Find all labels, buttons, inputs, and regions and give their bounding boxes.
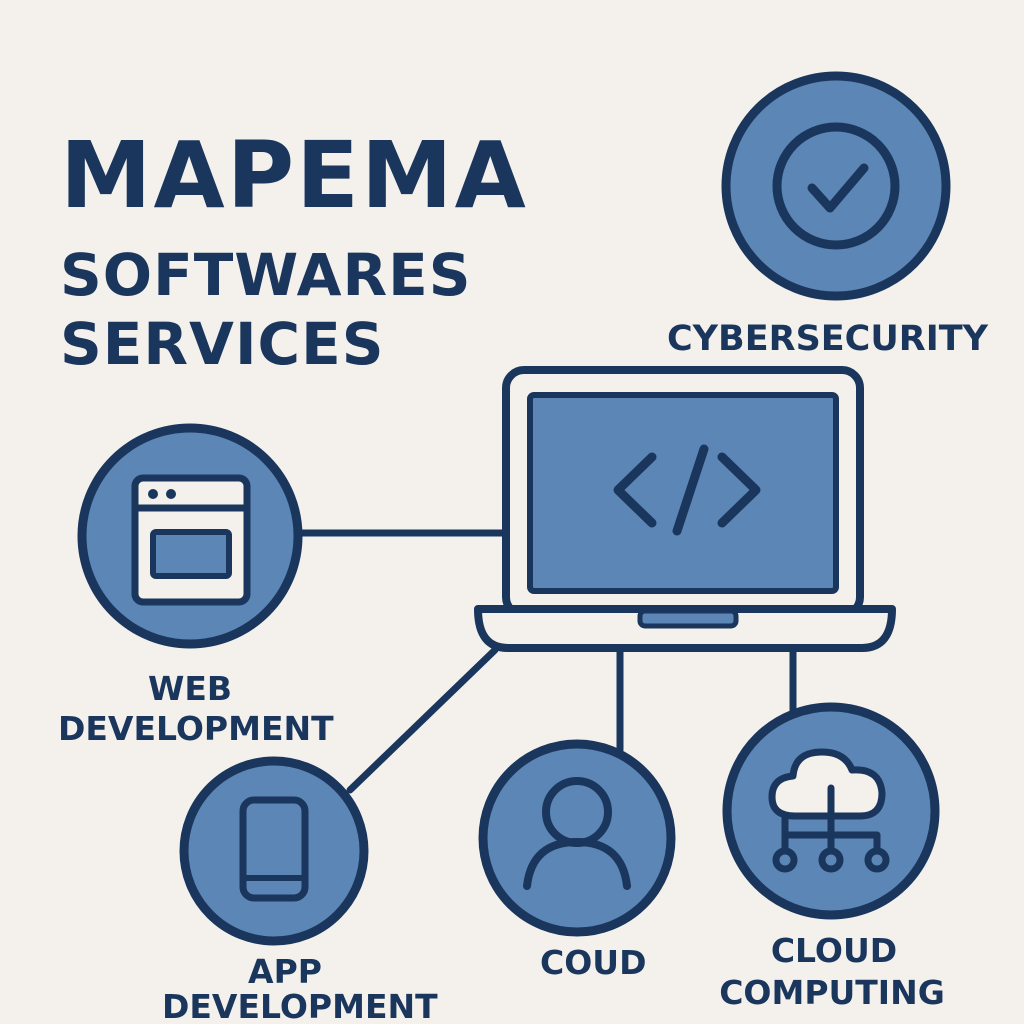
cloud-computing-node bbox=[722, 702, 940, 920]
coud-label: COUD bbox=[540, 943, 647, 982]
connectors bbox=[296, 529, 797, 794]
brand-title: MAPEMA bbox=[60, 122, 528, 229]
cloud-network-icon bbox=[768, 748, 890, 873]
app-development-label-line1: APP bbox=[248, 952, 322, 991]
app-development-label-line2: DEVELOPMENT bbox=[162, 987, 438, 1024]
app-development-node bbox=[179, 756, 369, 946]
web-development-node bbox=[77, 423, 303, 649]
web-development-label-line1: WEB bbox=[147, 669, 233, 708]
cloud-computing-label-line1: CLOUD bbox=[770, 931, 898, 970]
cybersecurity-label: CYBERSECURITY bbox=[667, 319, 988, 359]
web-development-label-line2: DEVELOPMENT bbox=[58, 709, 334, 748]
laptop-code-icon bbox=[474, 366, 896, 652]
user-icon bbox=[523, 777, 631, 890]
cloud-computing-label-line2: COMPUTING bbox=[719, 973, 945, 1012]
connector-app bbox=[346, 646, 499, 794]
code-brackets-icon bbox=[613, 444, 761, 536]
coud-node bbox=[478, 739, 676, 937]
brand-subtitle-line1: SOFTWARES bbox=[60, 241, 472, 309]
mobile-phone-icon bbox=[239, 796, 309, 902]
cybersecurity-node bbox=[721, 71, 951, 301]
check-circle-icon bbox=[772, 122, 900, 250]
browser-window-icon bbox=[131, 474, 251, 606]
brand-subtitle-line2: SERVICES bbox=[60, 310, 385, 378]
